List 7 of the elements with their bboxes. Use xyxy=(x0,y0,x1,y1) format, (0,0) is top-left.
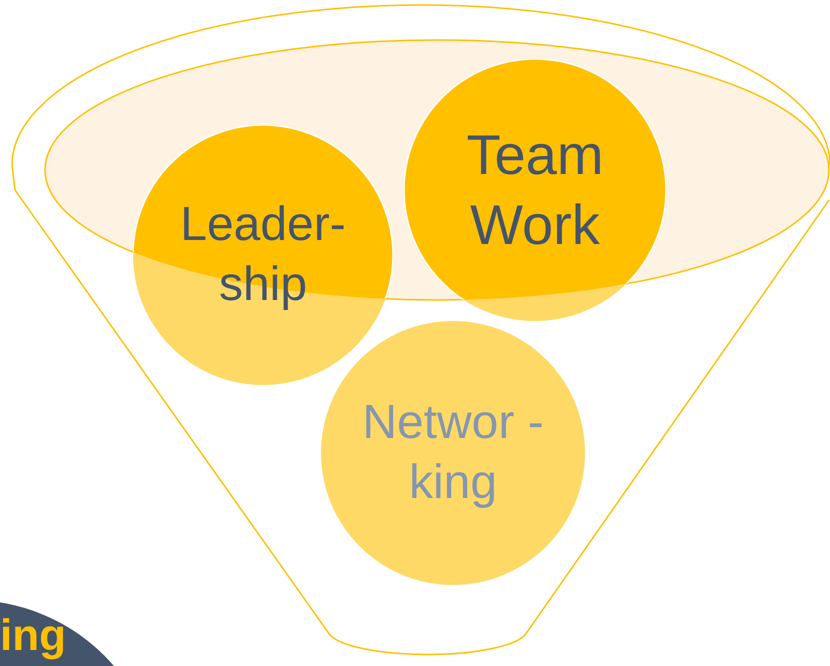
circle-node xyxy=(133,125,393,385)
circle-label: Team Work xyxy=(466,122,604,258)
circle-label: Leader- ship xyxy=(179,197,347,313)
circle-label: ing xyxy=(0,610,66,662)
circle-node xyxy=(321,321,585,585)
circle-node xyxy=(404,59,666,321)
circle-label: Networ -king xyxy=(361,395,545,511)
